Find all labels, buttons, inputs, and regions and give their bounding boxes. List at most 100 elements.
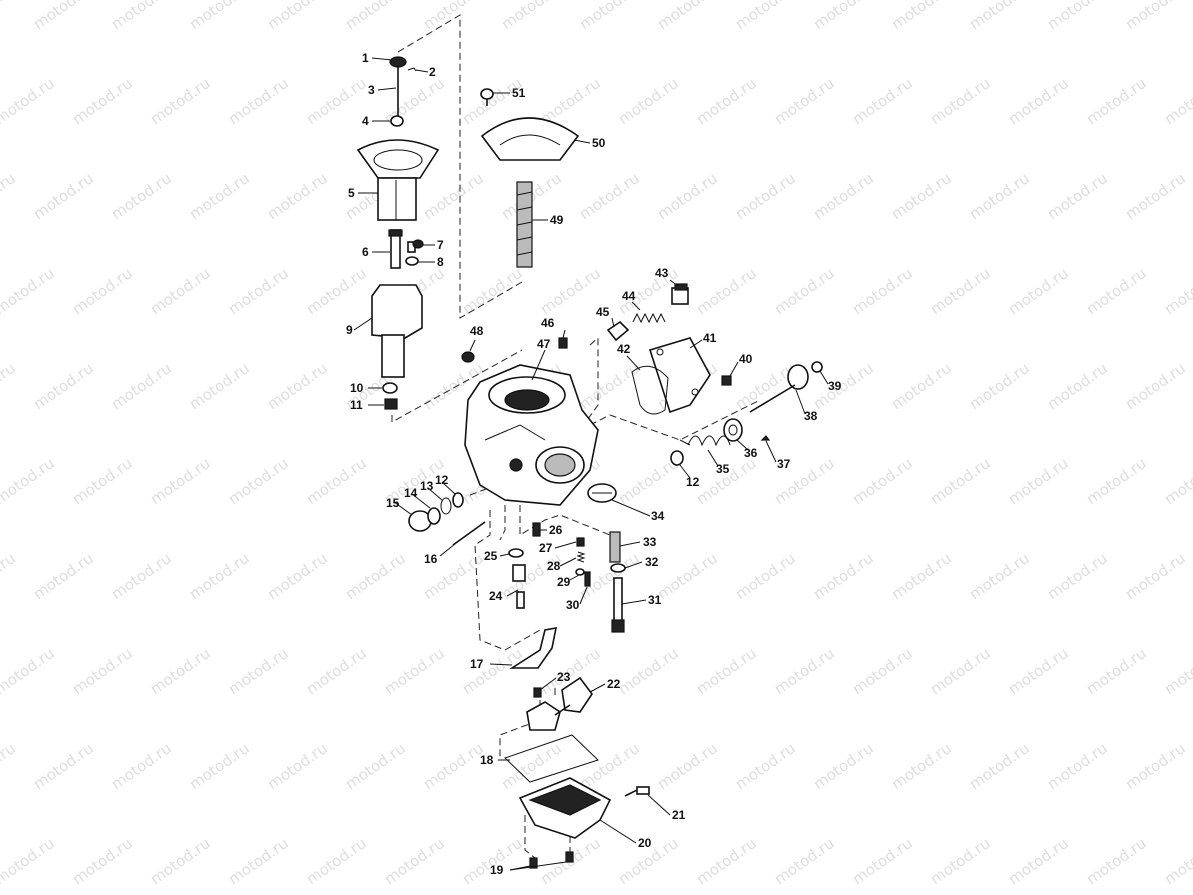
callout-3: 3 <box>368 83 375 97</box>
callout-13: 13 <box>420 479 434 493</box>
callout-7: 7 <box>437 238 444 252</box>
callout-leaders <box>353 57 829 871</box>
callout-51: 51 <box>512 86 526 100</box>
callout-25: 25 <box>484 549 498 563</box>
part-9-slide <box>371 284 423 378</box>
part-8-washer <box>405 256 419 266</box>
callout-21: 21 <box>672 808 686 822</box>
part-51-screw <box>480 88 494 106</box>
part-32-washer <box>610 563 626 573</box>
callout-10: 10 <box>350 381 364 395</box>
callout-6: 6 <box>362 245 369 259</box>
callout-38: 38 <box>804 409 818 423</box>
part-38-shaft <box>749 364 809 413</box>
part-4-washer <box>390 115 404 127</box>
part-29-washer <box>575 568 585 576</box>
callout-41: 41 <box>703 331 717 345</box>
callout-12-left: 12 <box>435 473 449 487</box>
callout-34: 34 <box>651 509 665 523</box>
part-18-gasket <box>504 734 599 783</box>
callout-35: 35 <box>716 462 730 476</box>
part-21-screw <box>624 786 650 797</box>
callout-48: 48 <box>470 324 484 338</box>
part-42-gasket <box>631 365 669 415</box>
callout-18: 18 <box>480 753 494 767</box>
callout-27: 27 <box>539 541 553 555</box>
callout-32: 32 <box>645 555 659 569</box>
part-37-pin <box>760 435 771 441</box>
part-7-bolt <box>407 239 424 253</box>
callout-29: 29 <box>557 575 571 589</box>
callout-50: 50 <box>592 136 606 150</box>
part-35-spring <box>679 435 731 447</box>
callout-46: 46 <box>541 316 555 330</box>
part-39-screw <box>811 361 823 373</box>
part-23-pin <box>533 687 542 698</box>
part-16-pin <box>452 521 486 546</box>
part-31-screw <box>611 577 625 633</box>
callout-40: 40 <box>739 352 753 366</box>
callout-24: 24 <box>489 589 503 603</box>
part-24-needle-valve <box>512 564 526 609</box>
callout-8: 8 <box>437 255 444 269</box>
callout-12-right: 12 <box>686 475 700 489</box>
part-50-cover <box>480 117 580 161</box>
callout-39: 39 <box>828 379 842 393</box>
callout-33: 33 <box>643 535 657 549</box>
callout-26: 26 <box>549 523 563 537</box>
part-carburetor-body <box>464 364 599 506</box>
callout-9: 9 <box>346 323 353 337</box>
callout-37: 37 <box>777 457 791 471</box>
callout-49: 49 <box>550 213 564 227</box>
callout-28: 28 <box>547 559 561 573</box>
part-2-clip <box>407 67 417 72</box>
part-22-float <box>526 676 593 731</box>
callout-36: 36 <box>744 446 758 460</box>
callout-30: 30 <box>566 598 580 612</box>
callout-23: 23 <box>557 670 571 684</box>
part-34-plate <box>587 483 617 503</box>
callout-31: 31 <box>648 593 662 607</box>
part-33-spring <box>609 531 621 563</box>
part-10-washer <box>382 382 398 394</box>
part-6-screw <box>388 229 403 269</box>
part-1-nut <box>389 56 407 68</box>
callout-42: 42 <box>617 342 631 356</box>
part-46-jet <box>558 337 568 349</box>
callout-5: 5 <box>348 186 355 200</box>
callout-47: 47 <box>537 337 551 351</box>
part-49-spring <box>516 181 533 268</box>
part-17-bracket <box>509 627 558 669</box>
callout-1: 1 <box>362 51 369 65</box>
callout-16: 16 <box>424 552 438 566</box>
part-26-jet <box>532 522 541 537</box>
part-12-washer-right <box>670 450 684 466</box>
part-5-diaphragm <box>356 139 440 221</box>
part-20-float-bowl <box>518 777 612 839</box>
callout-14: 14 <box>404 486 418 500</box>
callout-44: 44 <box>622 289 636 303</box>
callout-4: 4 <box>362 114 369 128</box>
part-36-bushing <box>723 418 743 442</box>
callout-43: 43 <box>655 266 669 280</box>
callout-17: 17 <box>470 657 484 671</box>
part-12-washer-left <box>452 492 464 508</box>
part-48-plug <box>461 351 475 363</box>
callout-22: 22 <box>607 677 621 691</box>
callout-20: 20 <box>638 836 652 850</box>
alignment-lines <box>391 14 761 859</box>
part-27-jet <box>576 537 585 547</box>
part-43-cap <box>671 283 689 305</box>
part-44-spring <box>632 312 666 324</box>
callout-11: 11 <box>350 398 363 412</box>
part-28-spring <box>576 551 586 563</box>
part-40-screw <box>721 375 732 386</box>
part-14-washer <box>427 507 441 525</box>
callout-45: 45 <box>596 305 610 319</box>
part-25-o-ring <box>508 548 524 558</box>
callout-15: 15 <box>386 496 400 510</box>
callout-2: 2 <box>429 65 436 79</box>
callout-labels: 1 2 3 4 5 6 7 8 9 10 11 12 12 13 14 15 1… <box>346 51 842 877</box>
part-19-screws <box>529 851 574 869</box>
